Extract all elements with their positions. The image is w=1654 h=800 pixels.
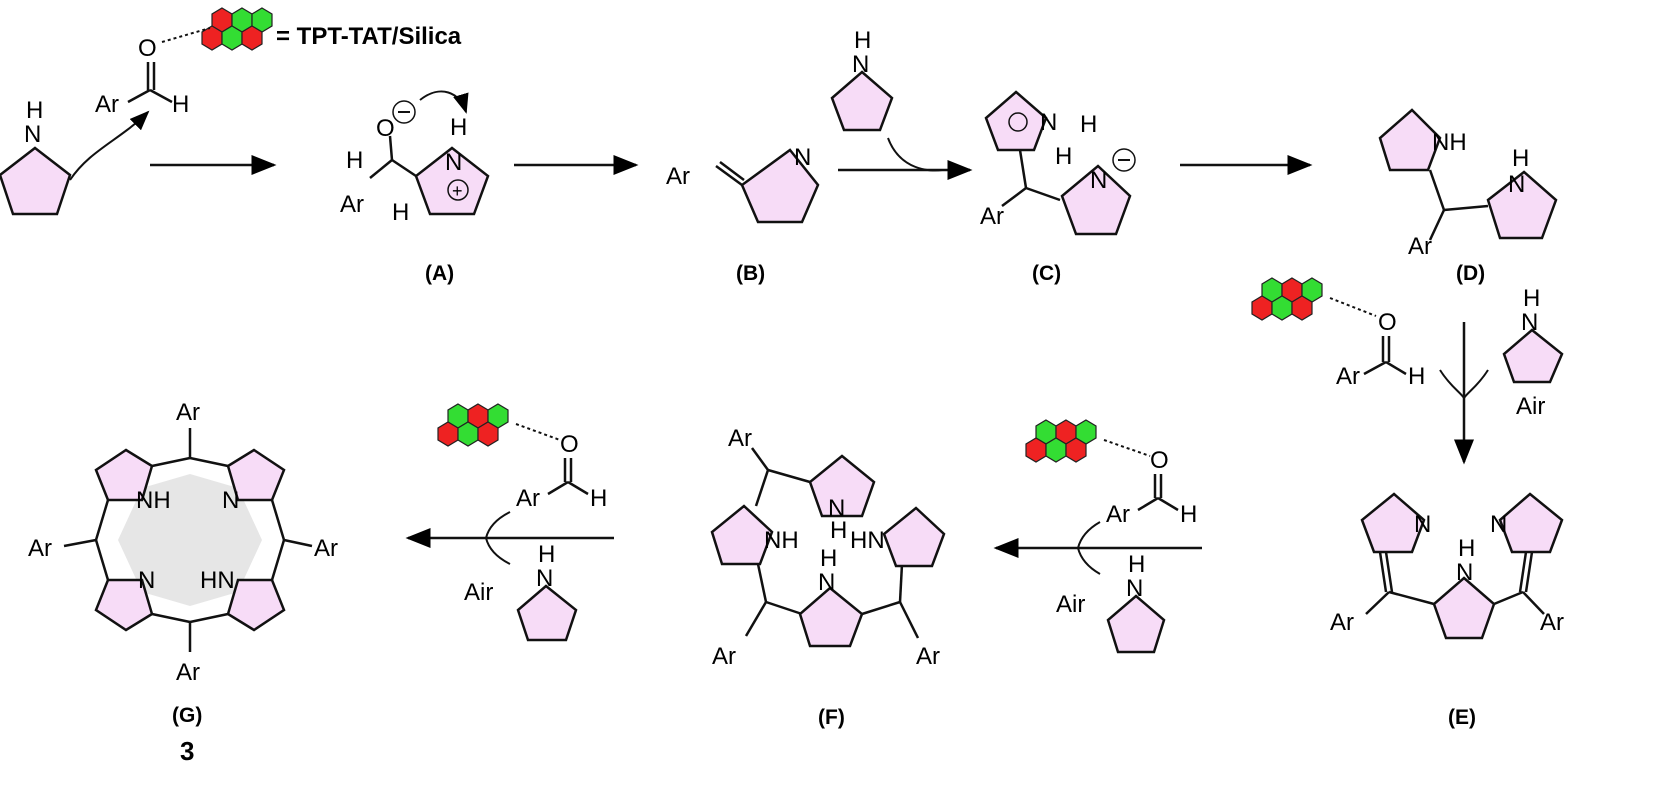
atom-h: H — [392, 199, 409, 226]
atom-h: H — [1523, 285, 1540, 312]
atom-ar: Ar — [980, 203, 1004, 230]
atom-ar: Ar — [176, 659, 200, 686]
atom-n: N — [1090, 167, 1107, 194]
starting-aldehyde: O Ar H — [95, 27, 211, 118]
starting-pyrrole: N H — [0, 97, 150, 216]
atom-n: N — [794, 144, 811, 171]
label-d: (D) — [1456, 262, 1485, 285]
plus-charge: + — [452, 181, 463, 201]
atom-ar: Ar — [28, 535, 52, 562]
label-f: (F) — [818, 706, 845, 729]
atom-h: H — [538, 541, 555, 568]
atom-nh: NH — [764, 527, 799, 554]
atom-n: N — [445, 149, 462, 176]
atom-h: H — [854, 27, 871, 54]
atom-ar: Ar — [1540, 609, 1564, 636]
label-b: (B) — [736, 262, 765, 285]
atom-h: H — [346, 147, 363, 174]
atom-ar: Ar — [95, 91, 119, 118]
label-g: (G) — [172, 704, 202, 727]
atom-h: H — [1180, 501, 1197, 528]
catalyst-aldehyde-de: O Ar H — [1251, 277, 1425, 390]
atom-o: O — [560, 431, 579, 458]
reagent-pyrrole: N H — [516, 541, 578, 642]
atom-n: N — [536, 565, 553, 592]
atom-ar: Ar — [1408, 233, 1432, 260]
catalyst-aldehyde-ef: O Ar H — [1025, 419, 1197, 528]
intermediate-d: NH Ar N H (D) — [1378, 108, 1558, 285]
atom-h: H — [1458, 535, 1475, 562]
atom-hn: HN — [850, 527, 885, 554]
atom-n: N — [1490, 511, 1507, 538]
reagent-pyrrole: N H Air — [1502, 285, 1564, 420]
atom-n: N — [1456, 559, 1473, 586]
atom-ar: Ar — [314, 535, 338, 562]
atom-n: N — [222, 487, 239, 514]
atom-h: H — [830, 517, 847, 544]
catalyst-icon — [201, 7, 273, 51]
reagent-pyrrole: N H — [1106, 551, 1166, 654]
atom-n: N — [818, 569, 835, 596]
atom-n: N — [138, 567, 155, 594]
atom-h: H — [26, 97, 43, 124]
atom-h: H — [1128, 551, 1145, 578]
atom-o: O — [1378, 309, 1397, 336]
atom-h: H — [1080, 111, 1097, 138]
intermediate-f: N H Ar NH Ar N H Ar HN (F) — [710, 425, 946, 729]
reagent-pyrrole: N H — [830, 27, 894, 132]
intermediate-c: N H H Ar N (C) — [980, 90, 1136, 285]
catalyst-icon — [437, 403, 509, 447]
catalyst-icon — [1251, 277, 1323, 321]
atom-o: O — [1150, 447, 1169, 474]
atom-o: O — [138, 35, 157, 62]
atom-n: N — [1126, 575, 1143, 602]
atom-h: H — [820, 545, 837, 572]
atom-ar: Ar — [340, 191, 364, 218]
atom-n: N — [1414, 511, 1431, 538]
intermediate-e: N N N H Ar Ar (E) — [1330, 492, 1564, 729]
atom-nh: NH — [1432, 129, 1467, 156]
catalyst-aldehyde-fg: O Ar H — [437, 403, 607, 512]
label-c: (C) — [1032, 262, 1061, 285]
atom-n: N — [1508, 171, 1525, 198]
atom-h: H — [1055, 143, 1072, 170]
atom-nh: NH — [136, 487, 171, 514]
catalyst-label: = TPT-TAT/Silica — [276, 23, 462, 50]
label-a: (A) — [425, 262, 454, 285]
atom-h: H — [172, 91, 189, 118]
atom-ar: Ar — [916, 643, 940, 670]
atom-ar: Ar — [666, 163, 690, 190]
atom-h: H — [590, 485, 607, 512]
atom-h: H — [1408, 363, 1425, 390]
atom-hn: HN — [200, 567, 235, 594]
atom-ar: Ar — [712, 643, 736, 670]
porphyrin-g: NH N N HN Ar Ar Ar Ar (G) 3 — [28, 399, 338, 766]
intermediate-a: N H + O H Ar H (A) — [340, 90, 490, 285]
atom-ar: Ar — [176, 399, 200, 426]
catalyst-legend: = TPT-TAT/Silica — [201, 7, 462, 51]
intermediate-b: Ar N (B) — [666, 144, 820, 285]
atom-nh: N — [24, 121, 41, 148]
product-number: 3 — [180, 736, 194, 766]
label-e: (E) — [1448, 706, 1476, 729]
atom-ar: Ar — [1330, 609, 1354, 636]
atom-ar: Ar — [1336, 363, 1360, 390]
atom-o: O — [376, 115, 395, 142]
atom-n: N — [1040, 109, 1057, 136]
label-air: Air — [1056, 591, 1085, 618]
atom-n: N — [1521, 309, 1538, 336]
atom-n: N — [828, 495, 845, 522]
label-air: Air — [1516, 393, 1545, 420]
atom-n: N — [852, 51, 869, 78]
label-air: Air — [464, 579, 493, 606]
catalyst-icon — [1025, 419, 1097, 463]
atom-ar: Ar — [1106, 501, 1130, 528]
atom-h: H — [1512, 145, 1529, 172]
atom-ar: Ar — [516, 485, 540, 512]
atom-ar: Ar — [728, 425, 752, 452]
atom-h: H — [450, 114, 467, 141]
